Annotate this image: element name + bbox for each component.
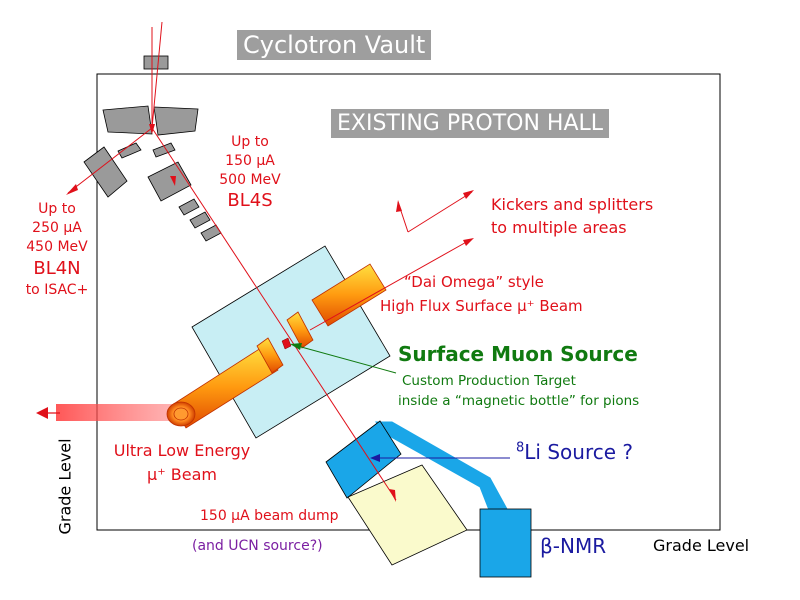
li-source-text: Li Source ? xyxy=(524,440,634,464)
beam-lines xyxy=(67,21,473,501)
bl4s-beam xyxy=(151,127,397,501)
kickers-line1: Kickers and splitters xyxy=(491,195,654,214)
bl4n-line2: 250 µA xyxy=(32,220,82,236)
ule-label: Ultra Low Energy µ⁺ Beam xyxy=(92,439,272,487)
bl4n-line3: 450 MeV xyxy=(26,239,88,255)
dai-omega-flange xyxy=(286,311,314,349)
bl4s-current-label: Up to xyxy=(231,134,269,150)
proton-hall-title: EXISTING PROTON HALL xyxy=(331,109,610,138)
surface-muon-source-label: Surface Muon Source xyxy=(398,342,638,366)
ule-beam-glow xyxy=(56,404,180,421)
li-source-label: 8Li Source ? xyxy=(516,440,633,464)
li-pointer-head xyxy=(370,454,380,462)
bl4n-name: BL4N xyxy=(33,258,81,279)
arrow-dai xyxy=(463,238,474,246)
target-pointer-head xyxy=(290,343,302,350)
dai-omega-tube xyxy=(311,263,387,327)
kickers-label: Kickers and splitters to multiple areas xyxy=(491,193,653,239)
target-line1: Custom Production Target xyxy=(402,373,576,389)
bl4n-line1: Up to xyxy=(38,201,76,217)
grade-level-label: Grade Level xyxy=(653,536,750,555)
dai-omega-line2: High Flux Surface µ⁺ Beam xyxy=(380,297,583,315)
bl4n-beam xyxy=(67,127,153,194)
magnet-right-top xyxy=(153,106,199,136)
cyclotron-vault-title: Cyclotron Vault xyxy=(237,30,432,60)
ule-line2: µ⁺ Beam xyxy=(147,465,217,484)
magnet-left-top xyxy=(102,105,153,135)
magnet-left-lower xyxy=(83,146,128,198)
kickers-line2: to multiple areas xyxy=(491,218,627,237)
kicker-line-right xyxy=(407,191,473,233)
bl4s-label: Up to 150 µA 500 MeV BL4S xyxy=(210,133,290,212)
arrow-kick-right xyxy=(463,190,474,199)
target-label: Custom Production Target inside a “magne… xyxy=(398,371,639,411)
magnet-small-2 xyxy=(152,142,176,158)
arrow-bl4s-mid xyxy=(170,176,176,186)
cyclotron-exit-block xyxy=(143,55,169,70)
magnet-bl4s-quad-3 xyxy=(200,224,222,242)
target-pointer-line xyxy=(293,344,397,374)
production-target xyxy=(281,337,292,350)
bl4s-energy: 500 MeV xyxy=(219,172,281,188)
li-source-block xyxy=(325,420,402,499)
grade-level-vertical-label: Grade Level xyxy=(55,438,75,535)
incoming-beam-b xyxy=(151,21,163,129)
bl4n-dest: to ISAC+ xyxy=(25,282,89,298)
bl4s-current-value: 150 µA xyxy=(225,153,275,169)
magnet-bl4s-quad-2 xyxy=(189,211,211,229)
li-source-superscript: 8 xyxy=(516,440,525,456)
magnet-small-1 xyxy=(117,142,142,159)
ule-tube xyxy=(166,345,279,429)
ule-line1: Ultra Low Energy xyxy=(113,441,251,460)
ule-flange xyxy=(256,337,284,374)
ucn-label: (and UCN source?) xyxy=(192,538,323,554)
arrow-bl4s xyxy=(389,489,396,502)
target-line2: inside a “magnetic bottle” for pions xyxy=(398,393,640,409)
dai-omega-label: “Dai Omega” style High Flux Surface µ⁺ B… xyxy=(380,270,583,318)
beam-dump-label: 150 µA beam dump xyxy=(200,508,339,524)
magnet-bl4s-1 xyxy=(147,161,192,202)
arrow-kick-up xyxy=(396,200,402,212)
beam-dump xyxy=(347,464,468,566)
bl4n-label: Up to 250 µA 450 MeV BL4N to ISAC+ xyxy=(17,200,97,300)
bnmr-label: β-NMR xyxy=(540,534,607,558)
bl4s-name: BL4S xyxy=(227,190,273,211)
arrow-incoming xyxy=(149,124,155,134)
bnmr-box xyxy=(479,508,532,578)
dai-omega-line1: “Dai Omega” style xyxy=(404,273,544,291)
magnet-bl4s-quad-1 xyxy=(178,198,200,216)
arrow-bl4n xyxy=(66,184,78,195)
dai-omega-beam xyxy=(309,239,471,331)
